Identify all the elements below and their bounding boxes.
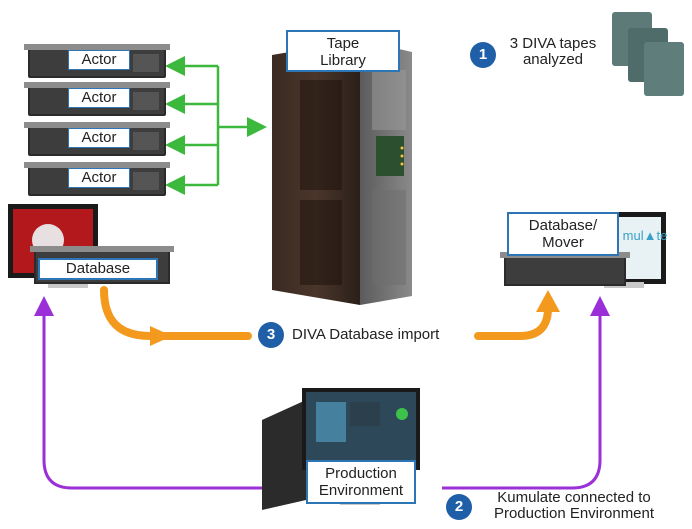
actor-label-4: Actor: [68, 168, 130, 188]
actor-label-2: Actor: [68, 88, 130, 108]
actor-label-1: Actor: [68, 50, 130, 70]
production-workstation: [262, 388, 420, 510]
green-connectors: [165, 56, 267, 195]
step-1-badge: 1: [470, 42, 496, 68]
tape-library-label: Tape Library: [286, 30, 400, 72]
orange-arrowhead-left: [150, 326, 172, 346]
step-3-badge: 3: [258, 322, 284, 348]
database-mover-label: Database/ Mover: [507, 212, 619, 256]
tape-cartridges: [612, 12, 684, 96]
actor-label-3: Actor: [68, 128, 130, 148]
step-2-text: Kumulate connected to Production Environ…: [493, 489, 655, 522]
kumulate-brand-text: mul▲te: [622, 228, 668, 243]
purple-connection-arrows: [42, 308, 602, 490]
orange-arrowhead-right: [536, 290, 560, 312]
production-environment-label: Production Environment: [306, 460, 416, 504]
database-label: Database: [38, 258, 158, 280]
tape-library-tower: [272, 40, 412, 305]
step-2-badge: 2: [446, 494, 472, 520]
orange-import-arrows: [100, 286, 552, 340]
step-3-text: DIVA Database import: [292, 326, 440, 343]
purple-arrowhead-left: [34, 296, 54, 316]
step-1-text: 3 DIVA tapes analyzed: [509, 35, 597, 68]
database-mover-workstation: [500, 212, 666, 288]
purple-arrowhead-right: [590, 296, 610, 316]
